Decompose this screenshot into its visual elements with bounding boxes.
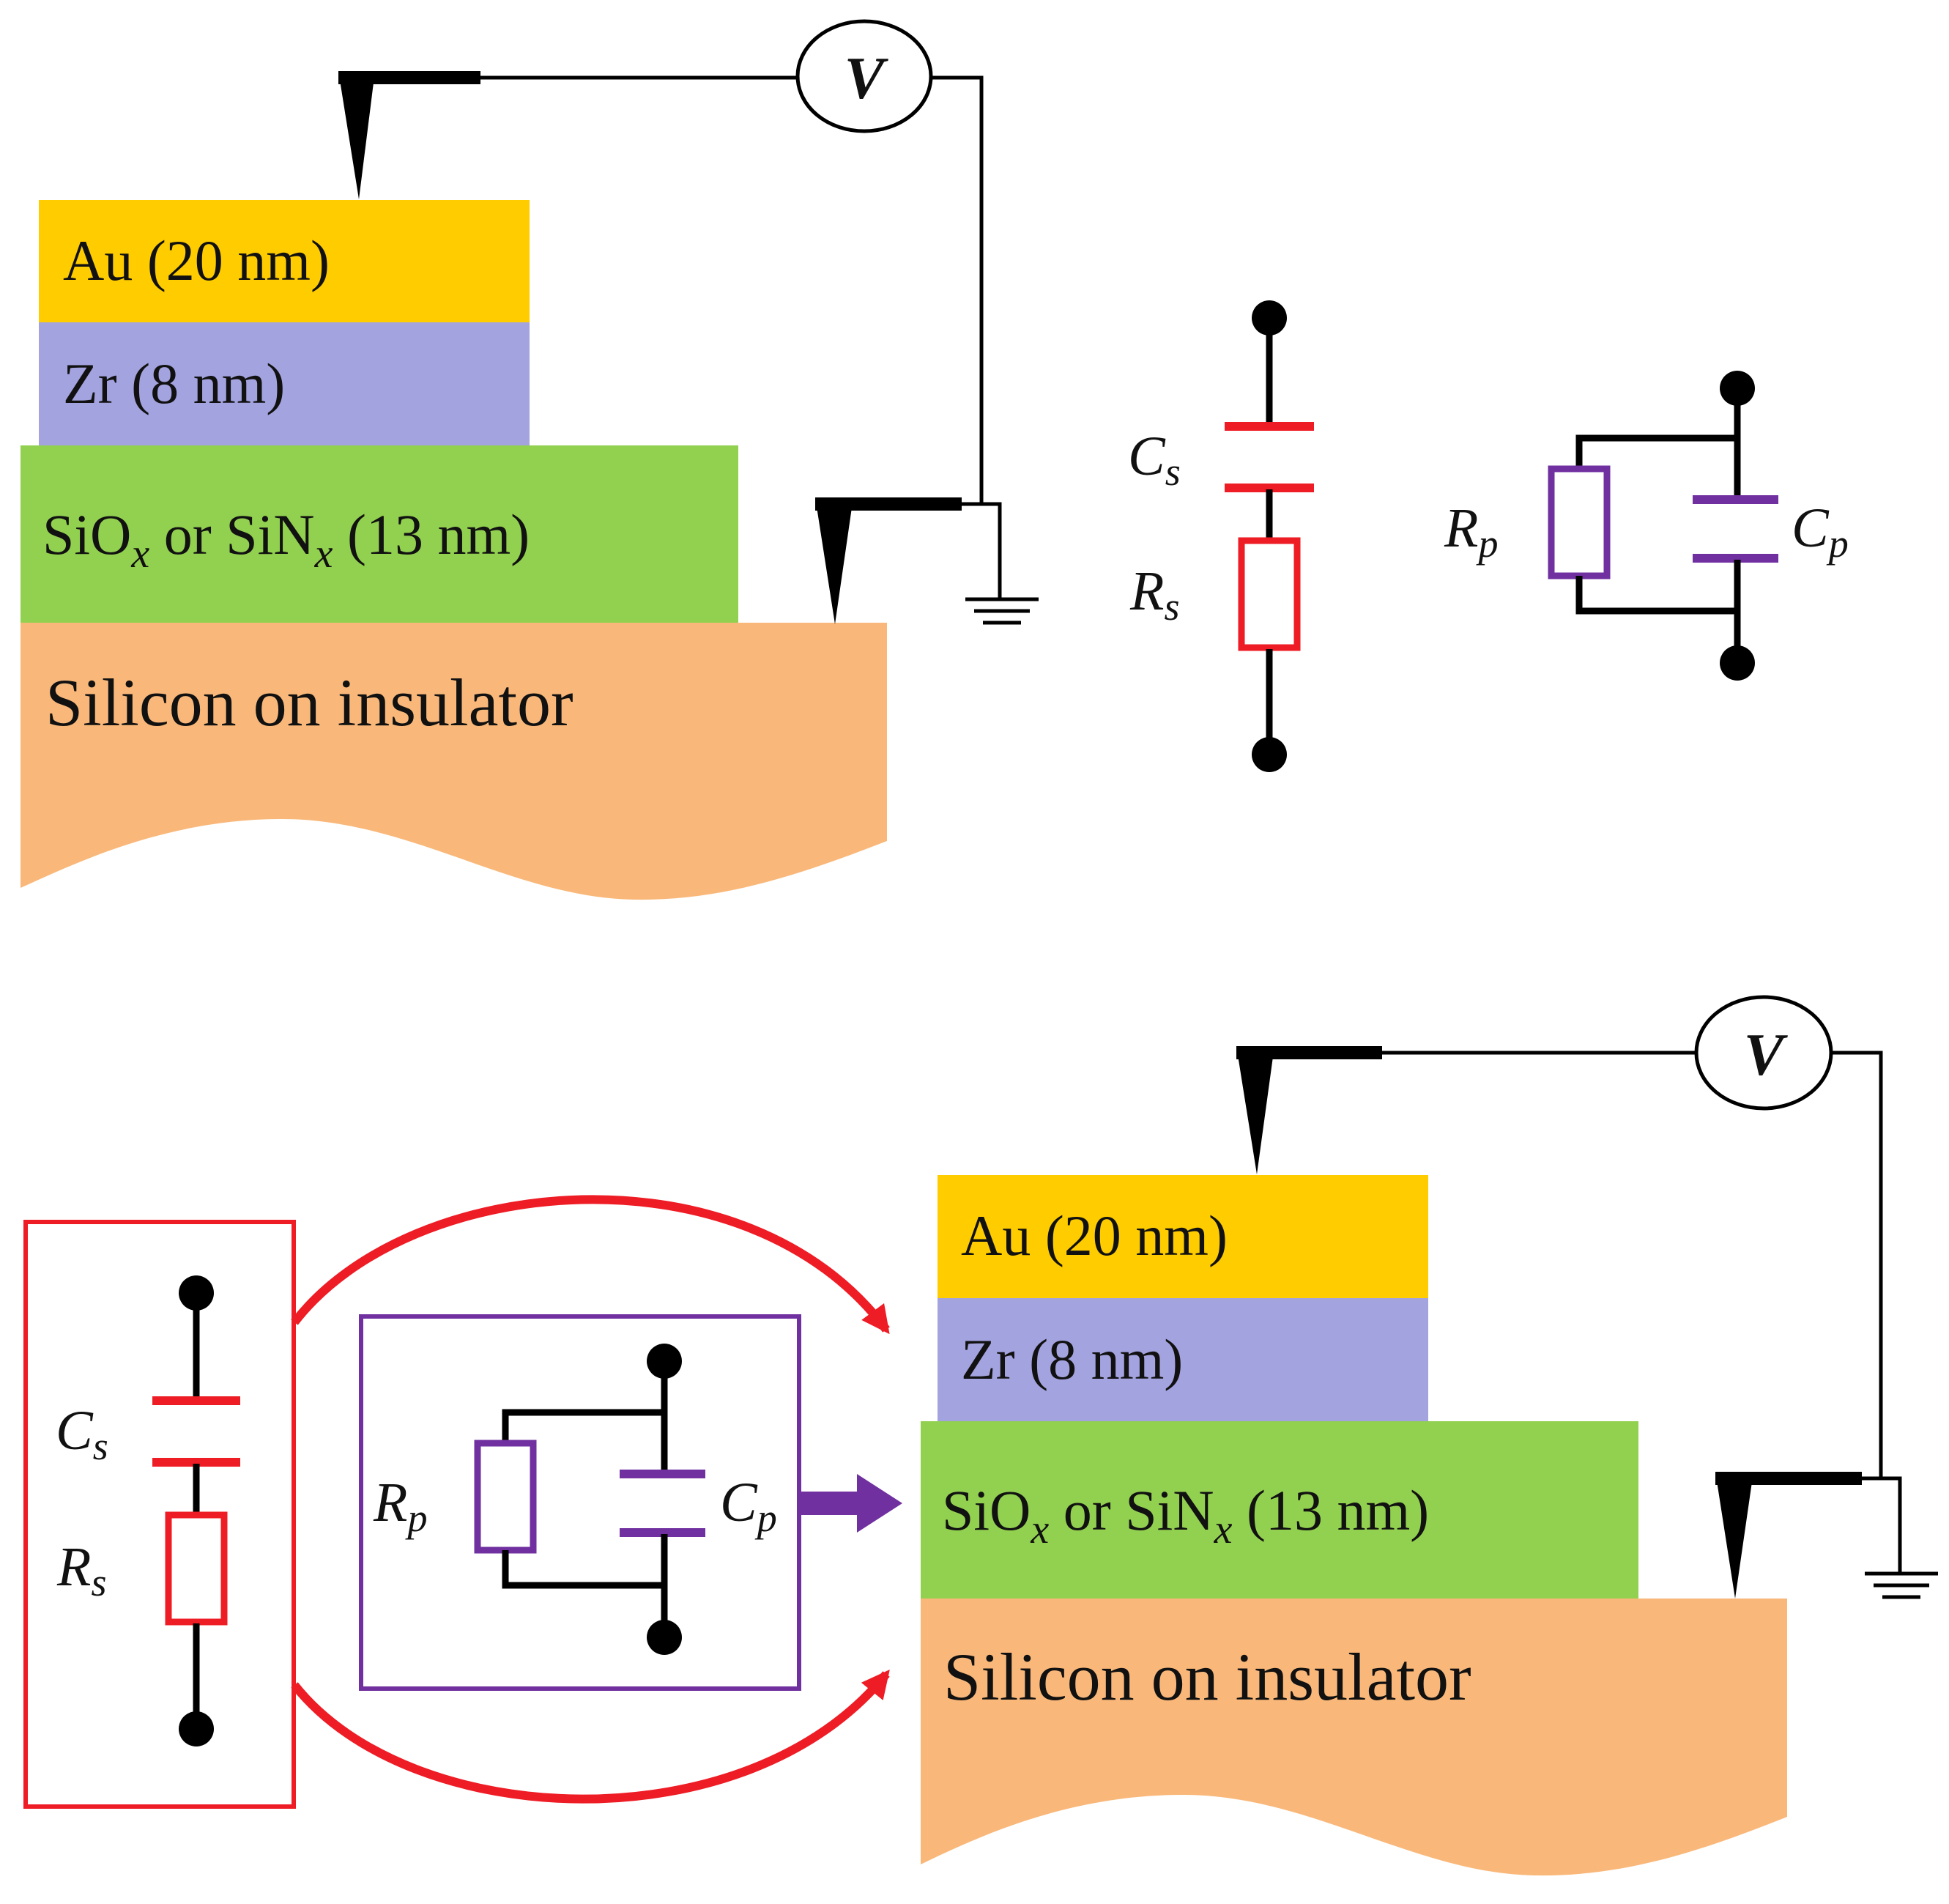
top-ground-icon	[965, 597, 1039, 625]
resistor-icon	[474, 1440, 537, 1554]
top-zr-layer	[39, 322, 530, 445]
bottom-probe-au	[1236, 1046, 1382, 1174]
bottom-oxide-layer	[921, 1421, 1638, 1599]
probe-tip-icon	[815, 497, 853, 624]
bottom-oxide-sub1: x	[1030, 1507, 1049, 1552]
bottom-voltmeter-icon: V	[1694, 995, 1833, 1111]
top-probe-au	[338, 71, 480, 199]
bottom-parallel-cap-label: Cp	[720, 1472, 777, 1540]
bottom-series-box: Cs Rs	[23, 1220, 296, 1809]
bottom-arrows	[291, 1195, 902, 1804]
terminal-dot	[1252, 300, 1287, 336]
series-cap-label: Cs	[1128, 426, 1181, 494]
resistor-icon	[1548, 465, 1611, 579]
top-oxide-part1: SiO	[42, 503, 131, 566]
bottom-device: Au (20 nm) Zr (8 nm) SiOx or SiNx (13 nm…	[921, 995, 1938, 1876]
top-si-label: Silicon on insulator	[45, 665, 573, 740]
bottom-oxide-part1: SiO	[942, 1478, 1031, 1542]
bottom-probe-si	[1715, 1472, 1862, 1599]
bottom-oxide-label: SiOx or SiNx (13 nm)	[942, 1478, 1429, 1552]
terminal-dot	[1252, 737, 1287, 772]
top-au-label: Au (20 nm)	[63, 229, 330, 292]
terminal-dot	[179, 1711, 214, 1746]
bottom-zr-label: Zr (8 nm)	[961, 1327, 1183, 1391]
terminal-dot	[647, 1620, 682, 1655]
purple-arrow-icon	[800, 1474, 902, 1533]
bottom-parallel-box: Rp Cp	[359, 1314, 801, 1691]
bottom-voltmeter-label: V	[1744, 1021, 1789, 1088]
top-au-layer	[39, 200, 530, 322]
bottom-silicon-layer	[921, 1599, 1787, 1876]
bottom-oxide-sub2: x	[1214, 1507, 1233, 1552]
red-arrow-upper-icon	[291, 1195, 890, 1335]
parallel-res-label: Rp	[1444, 497, 1498, 566]
red-arrow-lower-icon	[291, 1670, 890, 1804]
probe-tip-icon	[1715, 1472, 1753, 1599]
top-oxide-part2: or SiN	[149, 503, 314, 566]
bottom-ground-icon	[1865, 1571, 1938, 1599]
top-series-circuit: Cs Rs	[1128, 300, 1314, 772]
resistor-icon	[165, 1511, 228, 1626]
bottom-series-cap-label: Cs	[56, 1400, 108, 1468]
bottom-si-label: Silicon on insulator	[943, 1640, 1471, 1714]
bottom-oxide-part3: (13 nm)	[1232, 1478, 1429, 1542]
bottom-zr-layer	[938, 1298, 1428, 1421]
bottom-au-label: Au (20 nm)	[961, 1204, 1228, 1267]
resistor-icon	[1238, 537, 1301, 651]
bottom-oxide-part2: or SiN	[1049, 1478, 1214, 1542]
top-probe-si	[815, 497, 962, 624]
top-silicon-layer	[21, 623, 887, 900]
top-zr-label: Zr (8 nm)	[63, 352, 285, 415]
top-parallel-circuit: Rp Cp	[1444, 371, 1849, 681]
parallel-cap-label: Cp	[1792, 497, 1849, 566]
bottom-series-res-label: Rs	[56, 1536, 106, 1604]
bottom-au-layer	[938, 1175, 1428, 1298]
series-res-label: Rs	[1129, 560, 1179, 629]
top-oxide-label: SiOx or SiNx (13 nm)	[42, 503, 530, 577]
terminal-dot	[1720, 645, 1755, 681]
probe-tip-icon	[338, 71, 375, 199]
top-voltmeter-icon: V	[795, 19, 933, 133]
top-oxide-layer	[21, 445, 738, 623]
top-oxide-sub2: x	[314, 531, 333, 577]
top-oxide-sub1: x	[130, 531, 149, 577]
top-device: Au (20 nm) Zr (8 nm) SiOx or SiNx (13 nm…	[21, 19, 1039, 900]
top-oxide-part3: (13 nm)	[333, 503, 530, 566]
probe-tip-icon	[1236, 1046, 1274, 1174]
top-voltmeter-label: V	[844, 45, 889, 111]
bottom-parallel-res-label: Rp	[373, 1472, 427, 1540]
